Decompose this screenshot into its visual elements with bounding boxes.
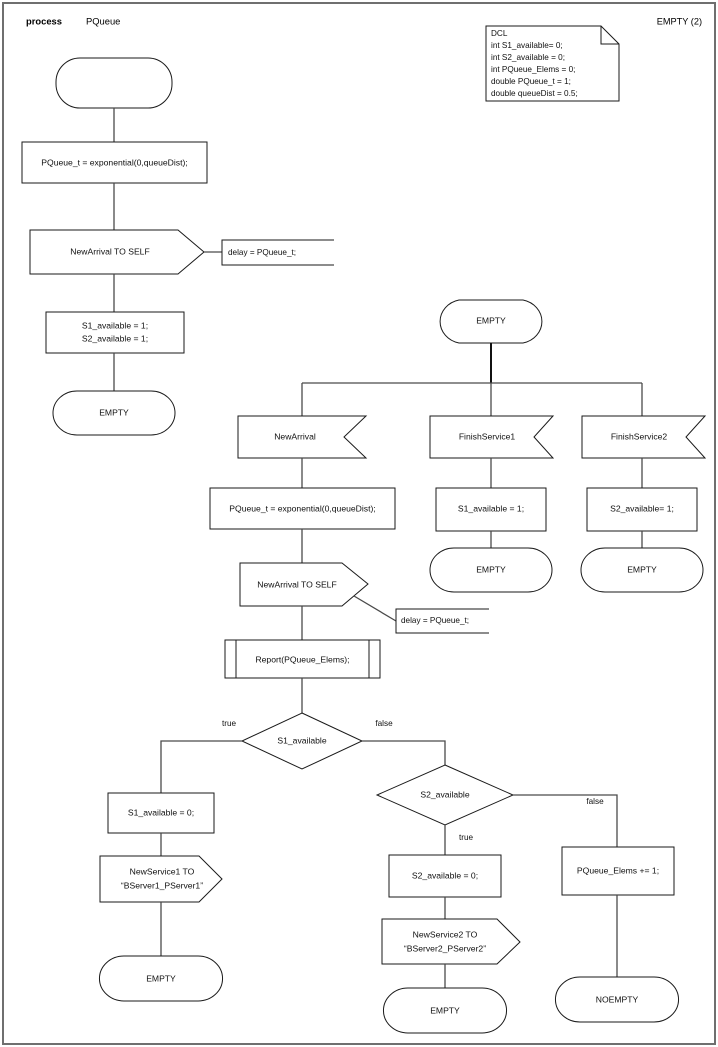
task-set-available-line1: S1_available = 1; bbox=[82, 320, 148, 330]
output-newarrival-self-2-label: NewArrival TO SELF bbox=[257, 579, 336, 589]
state-empty-fs1-label: EMPTY bbox=[476, 564, 506, 574]
task-s1-avail-1-label: S1_available = 1; bbox=[458, 503, 524, 513]
task-s2-avail-1: S2_available= 1; bbox=[586, 487, 698, 532]
output-newarrival-self-1-label: NewArrival TO SELF bbox=[70, 246, 149, 256]
state-empty-s2: EMPTY bbox=[383, 987, 507, 1034]
dcl-line-3: int PQueue_Elems = 0; bbox=[491, 65, 575, 74]
state-empty-fs2-label: EMPTY bbox=[627, 564, 657, 574]
output-newservice1-line1: NewService1 TO bbox=[130, 866, 195, 876]
procedure-report: Report(PQueue_Elems); bbox=[224, 639, 381, 679]
comment-delay-2: delay = PQueue_t; bbox=[395, 608, 489, 634]
comment-delay-1: delay = PQueue_t; bbox=[221, 239, 334, 266]
dcl-box: DCL int S1_available= 0; int S2_availabl… bbox=[485, 25, 620, 102]
dcl-line-4: double PQueue_t = 1; bbox=[491, 77, 571, 86]
procedure-report-label: Report(PQueue_Elems); bbox=[255, 654, 349, 664]
decision-s1-false-label: false bbox=[375, 719, 393, 728]
task-set-available: S1_available = 1; S2_available = 1; bbox=[45, 311, 185, 354]
task-set-available-line2: S2_available = 1; bbox=[82, 333, 148, 343]
decision-s1-available: S1_available bbox=[240, 712, 364, 770]
task-pqueue-elems-inc-label: PQueue_Elems += 1; bbox=[577, 865, 659, 875]
connector-s1-false bbox=[362, 740, 446, 765]
task-pqueue-t-2: PQueue_t = exponential(0,queueDist); bbox=[209, 487, 396, 530]
comment-leader-2 bbox=[353, 595, 397, 622]
comment-delay-2-label: delay = PQueue_t; bbox=[401, 616, 469, 625]
dcl-line-1: int S1_available= 0; bbox=[491, 41, 563, 50]
start-state bbox=[55, 57, 173, 109]
state-empty-fs1: EMPTY bbox=[429, 547, 553, 593]
state-empty-s2-label: EMPTY bbox=[430, 1005, 460, 1015]
page-label: EMPTY (2) bbox=[657, 16, 702, 26]
task-s1-zero: S1_available = 0; bbox=[107, 792, 215, 834]
decision-s1-available-label: S1_available bbox=[277, 735, 326, 745]
header-process-name: PQueue bbox=[86, 15, 120, 26]
input-newarrival: NewArrival bbox=[237, 415, 368, 459]
state-noempty: NOEMPTY bbox=[555, 976, 679, 1023]
header-keyword: process bbox=[26, 15, 62, 26]
decision-s2-true-label: true bbox=[459, 833, 474, 842]
task-s2-zero: S2_available = 0; bbox=[388, 854, 502, 898]
dcl-line-5: double queueDist = 0.5; bbox=[491, 89, 578, 98]
state-empty-s1-label: EMPTY bbox=[146, 973, 176, 983]
state-empty-init: EMPTY bbox=[52, 390, 176, 436]
dcl-line-0: DCL bbox=[491, 29, 508, 38]
decision-s2-available-label: S2_available bbox=[420, 789, 469, 799]
output-newservice1-line2: “BServer1_PServer1” bbox=[121, 880, 203, 890]
output-newservice2-line1: NewService2 TO bbox=[413, 929, 478, 939]
input-finishservice1-label: FinishService1 bbox=[459, 431, 516, 441]
output-newservice1: NewService1 TO “BServer1_PServer1” bbox=[99, 855, 223, 903]
output-newarrival-self-2: NewArrival TO SELF bbox=[239, 562, 369, 607]
input-finishservice2: FinishService2 bbox=[581, 415, 707, 459]
output-newservice2-line2: “BServer2_PServer2” bbox=[404, 943, 486, 953]
task-s2-avail-1-label: S2_available= 1; bbox=[610, 503, 674, 513]
connector-s1-true bbox=[160, 740, 242, 793]
output-newservice2: NewService2 TO “BServer2_PServer2” bbox=[381, 918, 521, 965]
state-empty-s1: EMPTY bbox=[99, 955, 223, 1002]
input-finishservice1: FinishService1 bbox=[429, 415, 555, 459]
decision-s1-true-label: true bbox=[222, 719, 237, 728]
output-newarrival-self-1: NewArrival TO SELF bbox=[29, 229, 205, 275]
task-s1-avail-1: S1_available = 1; bbox=[435, 487, 547, 532]
state-empty-fs2: EMPTY bbox=[580, 547, 704, 593]
state-empty-init-label: EMPTY bbox=[99, 407, 129, 417]
task-pqueue-t-2-label: PQueue_t = exponential(0,queueDist); bbox=[229, 503, 375, 513]
decision-s2-false-label: false bbox=[586, 797, 604, 806]
dcl-line-2: int S2_available = 0; bbox=[491, 53, 565, 62]
task-s2-zero-label: S2_available = 0; bbox=[412, 870, 478, 880]
state-empty-main-label: EMPTY bbox=[476, 315, 506, 325]
task-init-pqueue-t-label: PQueue_t = exponential(0,queueDist); bbox=[41, 157, 187, 167]
input-newarrival-label: NewArrival bbox=[274, 431, 316, 441]
state-noempty-label: NOEMPTY bbox=[596, 994, 639, 1004]
task-s1-zero-label: S1_available = 0; bbox=[128, 807, 194, 817]
comment-delay-1-label: delay = PQueue_t; bbox=[228, 248, 296, 257]
state-empty-main: EMPTY bbox=[439, 299, 543, 344]
task-init-pqueue-t: PQueue_t = exponential(0,queueDist); bbox=[21, 141, 208, 184]
task-pqueue-elems-inc: PQueue_Elems += 1; bbox=[561, 846, 675, 896]
input-finishservice2-label: FinishService2 bbox=[611, 431, 668, 441]
connector-s2-false bbox=[513, 794, 618, 847]
